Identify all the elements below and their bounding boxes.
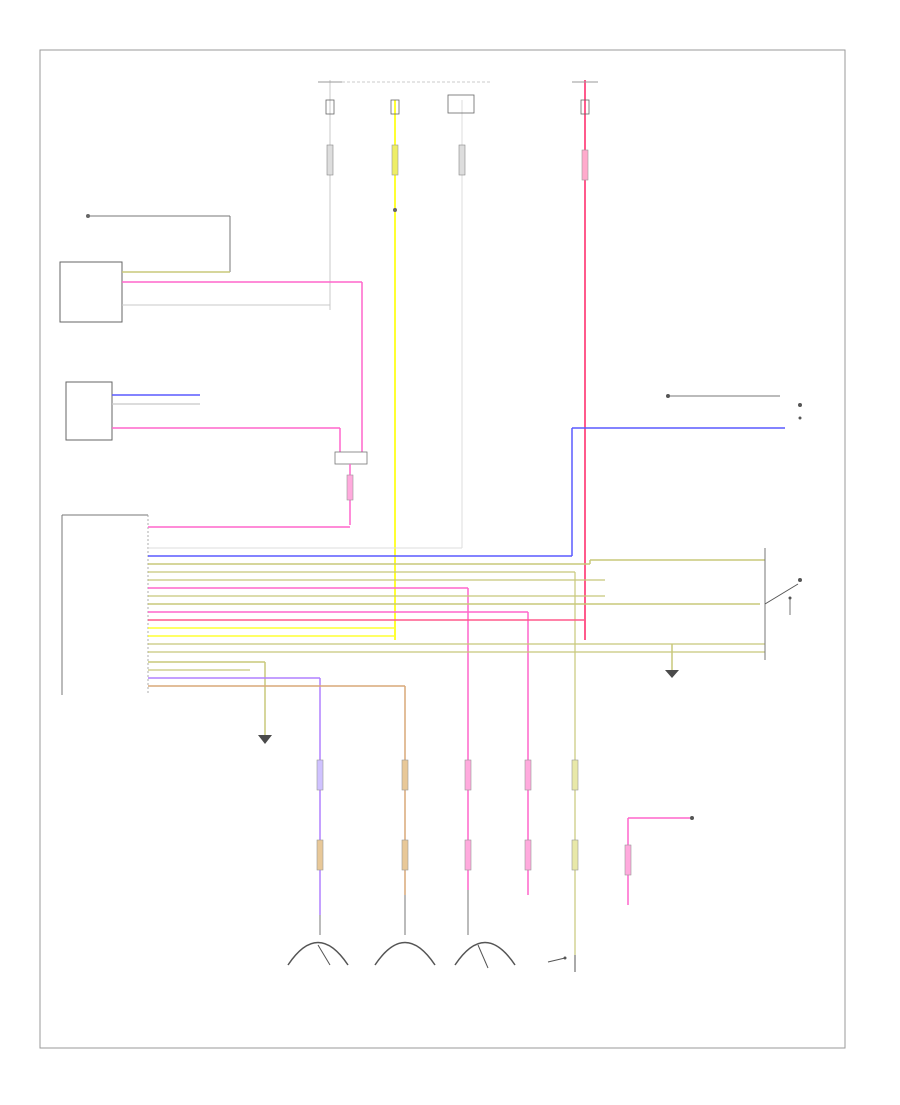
motor-symbol-1 (287, 915, 349, 966)
diagram-frame (39, 49, 846, 1049)
motor-symbol-3 (454, 890, 516, 969)
mid-left-module (65, 381, 368, 525)
fuse-source-2 (390, 99, 400, 640)
motor-symbol-2 (374, 895, 436, 966)
bottom-switch-symbol (547, 955, 576, 972)
bottom-right-reference-wire (624, 816, 694, 905)
lower-connectors (316, 759, 579, 871)
fuse-source-1 (318, 80, 342, 310)
upper-right-connector (666, 394, 802, 420)
right-switch-assembly (764, 548, 802, 660)
wire-bus (148, 427, 785, 955)
fuse-source-3 (447, 94, 475, 548)
left-ground-drop (258, 735, 272, 744)
main-control-module (61, 514, 350, 695)
right-ground-drop (665, 644, 679, 678)
upper-left-sensor (59, 214, 363, 452)
fuse-source-4 (572, 80, 598, 640)
